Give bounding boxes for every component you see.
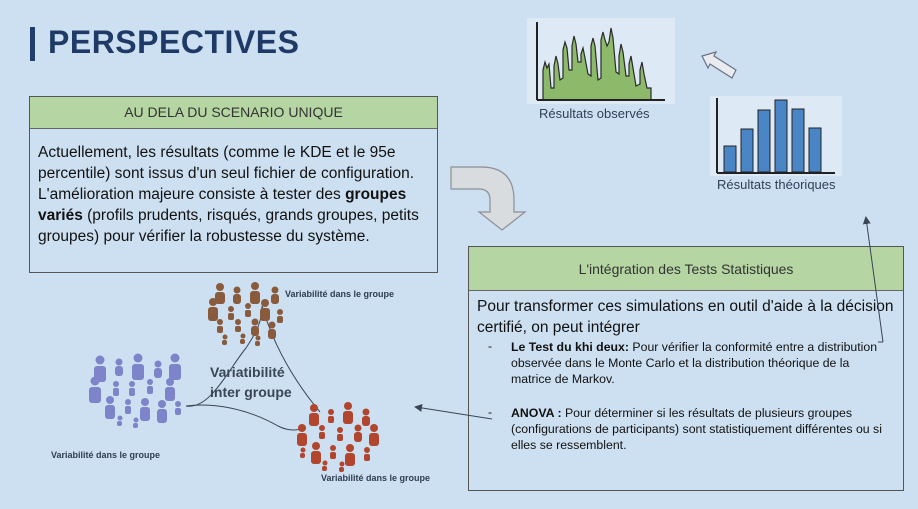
- stats-box-header: L'intégration des Tests Statistiques: [469, 247, 903, 291]
- khi-deux-text: Pour vérifier la conformité entre a dist…: [511, 340, 878, 386]
- hollow-arrow-icon: [701, 51, 737, 79]
- scenario-box-text: Actuellement, les résultats (comme le KD…: [30, 129, 437, 247]
- khi-deux-item: Le Test du khi deux: Pour vérifier la co…: [511, 339, 886, 387]
- inter-group-curve: [185, 404, 307, 431]
- scenario-text-part1: Actuellement, les résultats (comme le KD…: [38, 144, 415, 203]
- khi-deux-title: Le Test du khi deux:: [511, 340, 629, 354]
- group-top-people-icon: [208, 282, 283, 346]
- group-top-label: Variabilité dans le groupe: [285, 289, 395, 299]
- observed-chart-label: Résultats observés: [539, 106, 650, 121]
- title-accent-bar: [30, 27, 35, 61]
- inter-group-label: Variatibilité inter groupe: [210, 362, 292, 402]
- stats-box: L'intégration des Tests Statistiques Pou…: [468, 246, 904, 491]
- bullet-dash: -: [488, 405, 492, 419]
- inter-group-label-line1: Variatibilité: [210, 364, 285, 380]
- connector-to-theoretical: [862, 216, 884, 343]
- group-left-label: Variabilité dans le groupe: [51, 450, 161, 460]
- curved-arrow-icon: [450, 166, 527, 231]
- page-title: PERSPECTIVES: [48, 24, 300, 60]
- observed-distribution-area: [542, 27, 652, 101]
- scenario-text-part2: (profils prudents, risqués, grands group…: [38, 207, 419, 245]
- stats-box-intro: Pour transformer ces simulations en outi…: [477, 298, 894, 336]
- inter-group-label-line2: inter groupe: [210, 384, 292, 400]
- group-bottom-people-icon: [297, 402, 379, 472]
- group-left-people-icon: [89, 353, 181, 428]
- bullet-dash: -: [488, 339, 492, 353]
- theoretical-results-chart: [710, 96, 842, 176]
- scenario-box: AU DELA DU SCENARIO UNIQUE Actuellement,…: [29, 96, 438, 273]
- group-bottom-label: Variabilité dans le groupe: [321, 473, 431, 483]
- anova-item: ANOVA : Pour déterminer si les résultats…: [511, 405, 896, 453]
- anova-title: ANOVA :: [511, 406, 562, 420]
- scenario-box-header: AU DELA DU SCENARIO UNIQUE: [30, 97, 437, 129]
- observed-results-chart: [527, 18, 675, 104]
- scenario-text-bold: groupes variés: [38, 186, 407, 224]
- theoretical-chart-label: Résultats théoriques: [717, 177, 836, 192]
- connector-to-groups: [414, 403, 493, 420]
- anova-text: Pour déterminer si les résultats de plus…: [511, 406, 882, 452]
